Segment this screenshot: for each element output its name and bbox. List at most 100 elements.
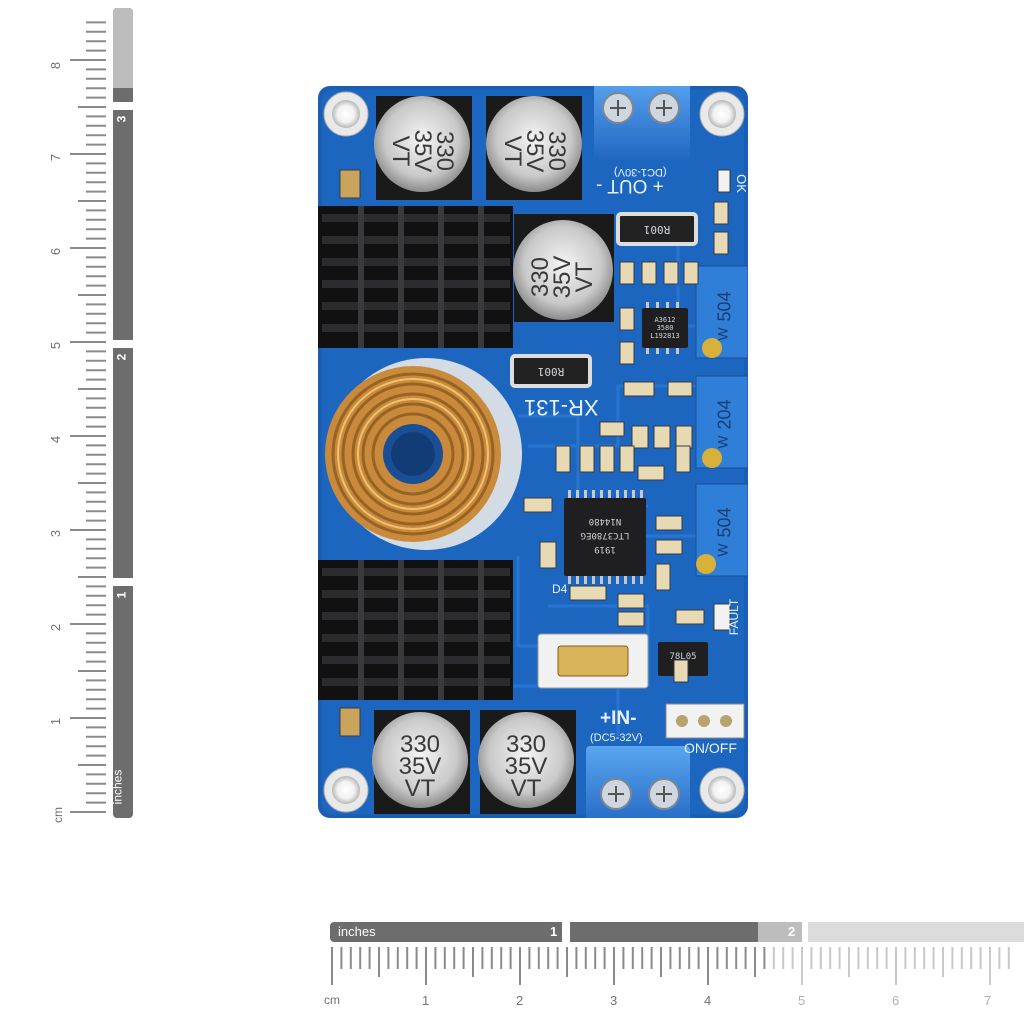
capacitor-series: VT (571, 261, 598, 293)
vertical-inch-gap-3 (113, 578, 133, 586)
capacitor-bottom-left-text: 330 35V VT (388, 731, 452, 802)
pot-1-letter: W (714, 327, 731, 341)
terminal-input (586, 746, 690, 818)
vertical-cm-label: cm (51, 807, 65, 823)
vertical-inch-gap-1 (113, 102, 133, 110)
horizontal-cm-5: 5 (798, 993, 806, 1008)
capacitor-value: 330 (543, 130, 570, 172)
vertical-inch-bar-light (113, 8, 133, 88)
switch-label: ON/OFF (684, 740, 737, 756)
switch-pins (665, 703, 745, 739)
capacitor-top-left (374, 96, 472, 200)
horizontal-cm-7: 7 (984, 993, 992, 1008)
horizontal-cm-label: cm (324, 993, 340, 1007)
vertical-cm-5: 5 (48, 341, 64, 350)
horizontal-inch-label: inches (338, 924, 376, 939)
small-ic-line1: A3612 (654, 316, 676, 324)
capacitor-top-middle-text: 330 35V VT (499, 119, 570, 183)
horizontal-inch-bar-3 (808, 922, 1024, 942)
vertical-cm-1: 1 (48, 717, 64, 726)
horizontal-ruler-ticks (331, 947, 1010, 985)
horizontal-cm-4: 4 (704, 993, 712, 1008)
controller-ic (564, 498, 646, 576)
capacitor-voltage: 35V (504, 753, 548, 780)
controller-ic-line3: 1919 (594, 544, 616, 554)
toroid-inductor (325, 358, 522, 550)
vertical-cm-8: 8 (48, 61, 64, 70)
pot-1-value: 504 (714, 291, 735, 322)
vertical-inch-1: 1 (114, 591, 129, 599)
capacitor-bottom-middle-text: 330 35V VT (494, 731, 558, 802)
horizontal-inch-bar-2-light (758, 922, 802, 942)
small-ic-line3: L192813 (650, 332, 680, 340)
pot-3-value: 504 (714, 507, 735, 538)
capacitor-series: VT (387, 135, 414, 167)
input-range-label: (DC5-32V) (590, 732, 643, 744)
controller-ic-line1: N14480 (588, 516, 622, 526)
pcb-artwork (318, 86, 748, 818)
vertical-cm-2: 2 (48, 623, 64, 632)
horizontal-inch-1: 1 (550, 924, 558, 939)
capacitor-series: VT (499, 135, 526, 167)
regulator-label: 78L05 (669, 652, 697, 662)
capacitor-series: VT (404, 775, 436, 802)
shunt-resistor-top-label: R001 (643, 223, 671, 236)
small-ic-line2: 3580 (656, 324, 674, 332)
vertical-cm-6: 6 (48, 247, 64, 256)
horizontal-inch-bar-1 (330, 922, 562, 942)
capacitor-voltage: 35V (521, 129, 548, 173)
pot-3-letter: W (714, 543, 731, 557)
capacitor-bottom-left (372, 710, 470, 814)
horizontal-inch-2: 2 (788, 924, 796, 939)
vertical-inch-2: 2 (114, 353, 129, 361)
input-label: +IN- (600, 708, 637, 729)
vertical-ruler-ticks (70, 21, 106, 813)
terminal-output (594, 86, 690, 160)
heatsink-bottom (318, 560, 513, 700)
regulator-ic (658, 642, 708, 676)
output-label: + OUT - (596, 175, 664, 196)
capacitor-voltage: 35V (409, 129, 436, 173)
shunt-resistor-top (616, 212, 698, 246)
vertical-cm-3: 3 (48, 529, 64, 538)
capacitor-middle (513, 214, 614, 322)
capacitor-voltage: 35V (398, 753, 442, 780)
capacitor-top-left-text: 330 35V VT (387, 119, 458, 183)
capacitor-middle-text: 330 35V VT (527, 245, 598, 309)
capacitor-series: VT (510, 775, 542, 802)
capacitor-value: 330 (431, 130, 458, 172)
ok-label: OK (733, 174, 749, 193)
vertical-inch-3: 3 (114, 115, 129, 123)
vertical-inch-gap-2 (113, 340, 133, 348)
shunt-resistor-middle-label: R001 (537, 365, 565, 378)
diode-label: D4 (552, 582, 568, 596)
capacitor-value: 330 (399, 731, 441, 758)
vertical-inch-bar (113, 8, 133, 818)
pot-2-value: 204 (714, 399, 735, 430)
shunt-resistor-middle (510, 354, 592, 388)
fault-label: FAULT (727, 598, 742, 636)
capacitor-bottom-middle (478, 710, 576, 814)
vertical-cm-7: 7 (48, 153, 64, 162)
heatsink-top (318, 206, 513, 348)
controller-ic-line2: LTC3780EG (580, 530, 630, 540)
horizontal-cm-1: 1 (422, 993, 430, 1008)
potentiometer-1 (695, 265, 748, 359)
horizontal-cm-2: 2 (516, 993, 524, 1008)
horizontal-inch-bar-2 (570, 922, 758, 942)
pcb-board: (DC1-30V) + OUT - OK XR-131 D4 FAULT +IN… (318, 86, 749, 818)
potentiometer-3 (695, 483, 748, 577)
model-label: XR-131 (524, 395, 599, 420)
small-ic (642, 308, 688, 348)
vertical-ruler: 3 2 1 inches cm 1 2 3 4 5 6 7 8 (0, 0, 140, 830)
pot-2-letter: W (714, 435, 731, 449)
horizontal-cm-3: 3 (610, 993, 618, 1008)
vertical-cm-4: 4 (48, 435, 64, 444)
smd-components (339, 169, 731, 737)
vertical-inch-label: inches (110, 769, 125, 805)
capacitor-top-middle (486, 96, 582, 200)
potentiometer-2 (695, 375, 748, 469)
capacitor-value: 330 (505, 731, 547, 758)
mounting-holes (323, 91, 745, 813)
horizontal-cm-6: 6 (892, 993, 900, 1008)
